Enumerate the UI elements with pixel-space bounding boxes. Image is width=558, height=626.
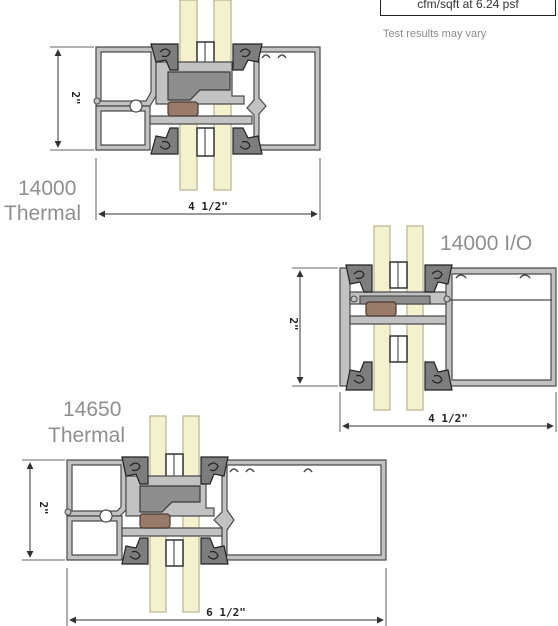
- performance-note-box: cfm/sqft at 6.24 psf: [380, 0, 556, 16]
- width-label-14000-thermal: 4 1/2": [188, 200, 228, 213]
- gaskets: [150, 43, 263, 155]
- width-label-14650-thermal: 6 1/2": [206, 606, 246, 619]
- height-label-14000-io: 2": [287, 317, 300, 330]
- glass-unit: [149, 415, 200, 613]
- section-14000-thermal: 4 1/2" 2": [50, 0, 321, 220]
- aluminum-frame: [339, 267, 557, 387]
- performance-note-text: cfm/sqft at 6.24 psf: [417, 0, 519, 11]
- gaskets: [121, 456, 229, 565]
- dimension-lines: [292, 267, 557, 432]
- dimension-lines: [22, 459, 387, 626]
- height-label-14650-thermal: 2": [37, 501, 50, 514]
- aluminum-frame: [64, 459, 387, 561]
- section-title-14000-io: 14000 I/O: [440, 232, 533, 255]
- width-label-14000-io: 4 1/2": [428, 412, 468, 425]
- dimension-lines: [50, 46, 321, 220]
- section-title-14650-number: 14650: [63, 398, 122, 421]
- height-label-14000-thermal: 2": [69, 91, 82, 104]
- section-14650-thermal: 6 1/2" 2": [22, 415, 387, 626]
- section-14000-io: 4 1/2" 2": [287, 225, 557, 432]
- test-results-disclaimer: Test results may vary: [383, 28, 487, 40]
- gaskets: [345, 264, 453, 391]
- section-title-14000-thermal: Thermal: [4, 202, 82, 225]
- section-title-14000-number: 14000: [18, 177, 77, 200]
- section-title-14650-thermal: Thermal: [48, 424, 126, 447]
